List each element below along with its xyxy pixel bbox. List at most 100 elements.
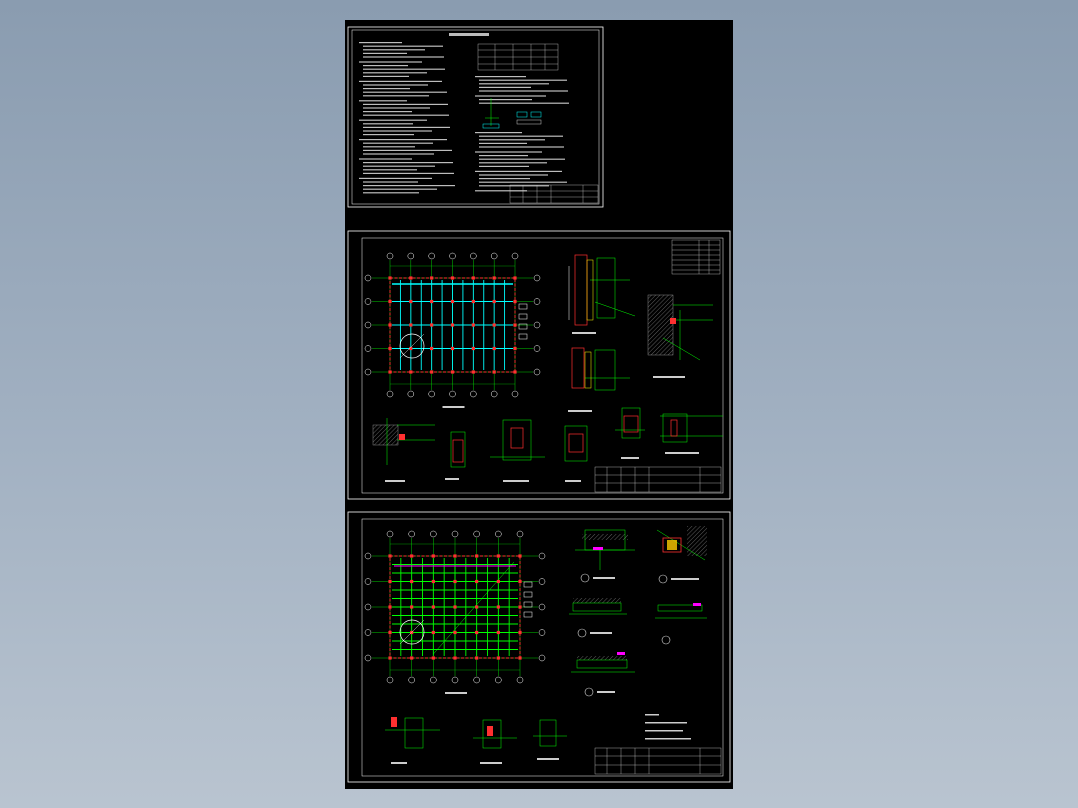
axis-bubble xyxy=(364,629,372,636)
step xyxy=(523,601,533,608)
note-line xyxy=(363,126,450,128)
note-line xyxy=(363,149,452,151)
column xyxy=(410,579,414,584)
note-line xyxy=(479,142,527,144)
note-line xyxy=(363,146,415,148)
axis-bubble xyxy=(407,390,415,398)
column xyxy=(513,323,517,327)
column xyxy=(409,323,413,327)
note-line xyxy=(363,84,428,86)
column xyxy=(409,346,413,351)
axis-bubble xyxy=(449,390,456,398)
note-line xyxy=(363,91,447,93)
axis-bubble xyxy=(495,530,502,538)
sheet-2-frame xyxy=(347,230,731,500)
axis-bubble xyxy=(533,368,541,376)
column xyxy=(496,656,500,660)
sheet-1-detail-sketch xyxy=(482,98,542,129)
axis-bubble xyxy=(451,530,459,538)
column xyxy=(453,554,457,558)
sheet-3-floor-plan xyxy=(364,530,546,694)
note-line xyxy=(363,72,427,74)
column xyxy=(518,656,522,660)
note-line xyxy=(359,100,407,102)
note-line xyxy=(363,75,409,77)
column xyxy=(450,299,455,304)
stair-opening-cross xyxy=(399,333,425,359)
column xyxy=(492,276,496,280)
axis-bubble xyxy=(364,578,372,585)
cad-drawing-viewport[interactable] xyxy=(345,20,733,789)
axis-bubble xyxy=(538,629,546,636)
note-line xyxy=(479,79,567,81)
note-line xyxy=(363,45,443,47)
sheet-1-inner-border xyxy=(351,29,600,205)
column xyxy=(388,579,392,584)
sheet-plan-green xyxy=(347,511,731,783)
note-line xyxy=(363,103,448,105)
note-line xyxy=(479,178,530,180)
step xyxy=(523,581,533,588)
cad-drawing-canvas xyxy=(347,26,731,783)
note-line xyxy=(363,95,429,97)
column xyxy=(450,346,455,351)
stair-opening-cross xyxy=(399,619,425,645)
note-line xyxy=(363,88,410,90)
note-line xyxy=(359,119,427,121)
column xyxy=(496,554,500,558)
note-line xyxy=(363,130,432,132)
axis-bubble xyxy=(386,530,394,538)
sheet-3-inner-border xyxy=(361,518,724,777)
column xyxy=(513,299,517,304)
axis-bubble xyxy=(430,676,437,684)
column xyxy=(475,579,479,584)
sheet-3-frame xyxy=(347,511,731,783)
note-line xyxy=(363,68,445,70)
column xyxy=(388,346,392,351)
axis-bubble xyxy=(364,368,372,376)
axis-bubble xyxy=(364,274,372,282)
note-line xyxy=(363,114,449,116)
column xyxy=(430,276,434,280)
axis-bubble xyxy=(364,603,372,611)
column xyxy=(388,630,392,635)
note-line xyxy=(475,190,527,192)
note-line xyxy=(363,52,407,54)
stair-opening xyxy=(399,619,425,645)
axis-bubble xyxy=(538,654,546,662)
axis-bubble xyxy=(386,390,394,398)
axis-bubble xyxy=(449,252,456,260)
note-line xyxy=(363,65,408,67)
axis-bubble xyxy=(533,321,541,329)
column xyxy=(410,656,414,660)
detail-callouts xyxy=(577,573,671,697)
column xyxy=(471,299,475,304)
column xyxy=(496,630,500,635)
axis-bubble xyxy=(430,530,437,538)
column xyxy=(450,370,455,374)
column xyxy=(409,276,413,280)
column xyxy=(409,370,413,374)
column xyxy=(492,323,496,327)
column xyxy=(430,346,434,351)
column xyxy=(453,630,457,635)
column xyxy=(388,656,392,660)
axis-bubble xyxy=(470,252,477,260)
plan-title-bar xyxy=(442,406,465,408)
note-line xyxy=(363,162,453,164)
sheet-3-title-block xyxy=(594,747,722,775)
sheet-plan-cyan xyxy=(347,230,731,500)
column xyxy=(496,579,500,584)
column xyxy=(410,605,414,609)
column xyxy=(450,276,455,280)
column xyxy=(492,370,496,374)
column xyxy=(453,656,457,660)
note-line xyxy=(363,107,430,109)
note-line xyxy=(359,139,447,141)
column xyxy=(471,370,475,374)
column xyxy=(388,554,392,558)
axis-bubble xyxy=(428,252,435,260)
note-line xyxy=(363,123,413,125)
note-line xyxy=(359,61,422,63)
column xyxy=(492,346,496,351)
